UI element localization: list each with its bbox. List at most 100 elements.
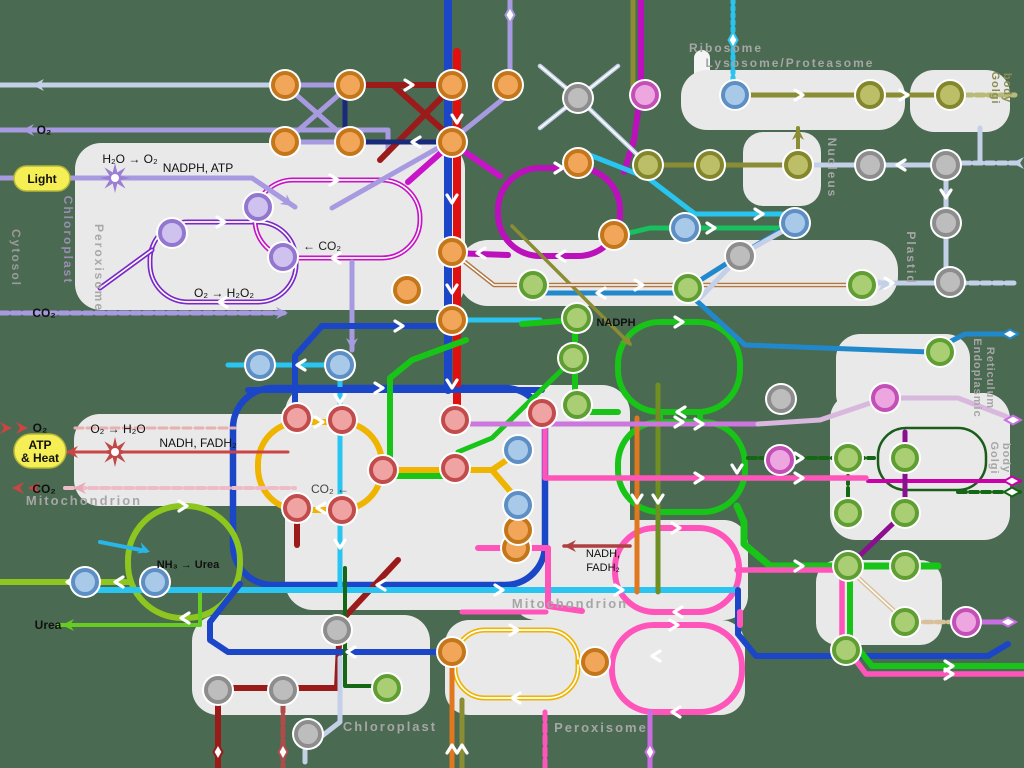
label: Endoplasmic <box>971 338 983 417</box>
chevron-marker <box>668 618 680 632</box>
diamond-marker <box>1001 475 1023 487</box>
station-pink <box>766 446 794 474</box>
arrowhead <box>0 422 12 434</box>
station-green <box>832 636 860 664</box>
station-orange <box>336 128 364 156</box>
station-gray <box>564 84 592 112</box>
label: CO₂ <box>32 306 55 320</box>
station-blue <box>246 351 274 379</box>
line-green-thick <box>733 502 942 570</box>
station-red <box>283 404 311 432</box>
label: NH₃ → Urea <box>157 559 220 571</box>
label: Mitochondrion <box>512 596 628 611</box>
station-orange <box>438 306 466 334</box>
diamond-marker <box>727 29 739 51</box>
chevron-marker <box>450 113 464 125</box>
label: Urea <box>35 618 62 632</box>
station-orange <box>271 128 299 156</box>
station-lightpurple <box>244 193 272 221</box>
station-red <box>369 456 397 484</box>
station-olive <box>856 81 884 109</box>
chevron-marker <box>508 623 520 637</box>
chevron-marker <box>333 393 347 405</box>
reaction-star-core <box>111 448 119 456</box>
label: O₂ → H₂O₂ <box>194 286 254 300</box>
chevron-marker <box>793 88 805 102</box>
line-magenta-top-vert <box>621 0 644 175</box>
chevron-marker <box>313 415 325 429</box>
line-o2-export-top <box>0 127 391 156</box>
label: Reticulum <box>984 347 996 409</box>
line-green-a <box>387 337 469 479</box>
station-green <box>891 608 919 636</box>
station-orange <box>336 71 364 99</box>
station-lightpurple <box>269 243 297 271</box>
chevron-marker <box>215 215 227 229</box>
station-lightpurple <box>158 219 186 247</box>
label: NADPH <box>596 317 635 329</box>
atp-heat-pill-label: ATP <box>28 438 51 452</box>
chevron-marker <box>113 575 125 589</box>
label: Golgi <box>988 441 1000 474</box>
station-blue <box>504 436 532 464</box>
chevron-marker <box>793 559 805 573</box>
chevron-marker <box>895 158 907 172</box>
station-olive <box>936 81 964 109</box>
station-gray <box>269 676 297 704</box>
chevron-marker <box>693 417 705 431</box>
station-gray <box>932 209 960 237</box>
chevron-marker <box>445 378 459 390</box>
station-orange <box>438 238 466 266</box>
chevron-marker <box>177 499 189 513</box>
station-orange <box>494 71 522 99</box>
chevron-marker <box>753 207 765 221</box>
label: O₂ <box>33 421 48 435</box>
arrowhead <box>279 194 293 206</box>
chevron-marker <box>455 743 469 755</box>
label: CO₂ ← <box>311 482 349 496</box>
label: Peroxisome <box>554 720 648 735</box>
station-gray <box>294 720 322 748</box>
chevron-marker <box>650 649 662 663</box>
diamond-marker <box>644 741 656 763</box>
line-green-d <box>455 357 575 455</box>
arrowhead <box>66 446 78 458</box>
chevron-marker <box>445 743 459 755</box>
label: NADH, FADH₂ <box>159 436 237 450</box>
diamond-marker <box>999 328 1021 340</box>
station-green <box>891 444 919 472</box>
station-green <box>848 271 876 299</box>
arrowhead <box>12 482 24 494</box>
station-orange <box>504 516 532 544</box>
station-blue <box>671 214 699 242</box>
chevron-marker <box>672 605 684 619</box>
label: Cytosol <box>9 229 23 287</box>
chevron-marker <box>345 645 357 659</box>
station-red <box>441 454 469 482</box>
label: body <box>1001 73 1013 103</box>
station-gray <box>932 151 960 179</box>
chevron-marker <box>555 249 567 263</box>
label: O₂ → H₂O <box>90 422 145 436</box>
chevron-marker <box>675 405 687 419</box>
chevron-marker <box>793 471 805 485</box>
station-blue <box>721 81 749 109</box>
station-gray <box>726 242 754 270</box>
diamond-marker <box>504 4 516 26</box>
station-green <box>674 274 702 302</box>
chevron-marker <box>445 193 459 205</box>
station-blue <box>71 568 99 596</box>
label: NADPH, ATP <box>163 161 233 175</box>
station-orange <box>438 638 466 666</box>
station-red <box>328 496 356 524</box>
chevron-marker <box>333 538 347 550</box>
label: H₂O → O₂ <box>102 152 158 166</box>
station-gray <box>936 268 964 296</box>
station-gray <box>323 616 351 644</box>
chevron-marker <box>705 221 717 235</box>
arrowhead <box>564 540 576 552</box>
chevron-marker <box>393 319 405 333</box>
line-blue-bottom <box>207 581 455 655</box>
line-maroon-x1 <box>377 84 455 163</box>
station-red <box>283 494 311 522</box>
